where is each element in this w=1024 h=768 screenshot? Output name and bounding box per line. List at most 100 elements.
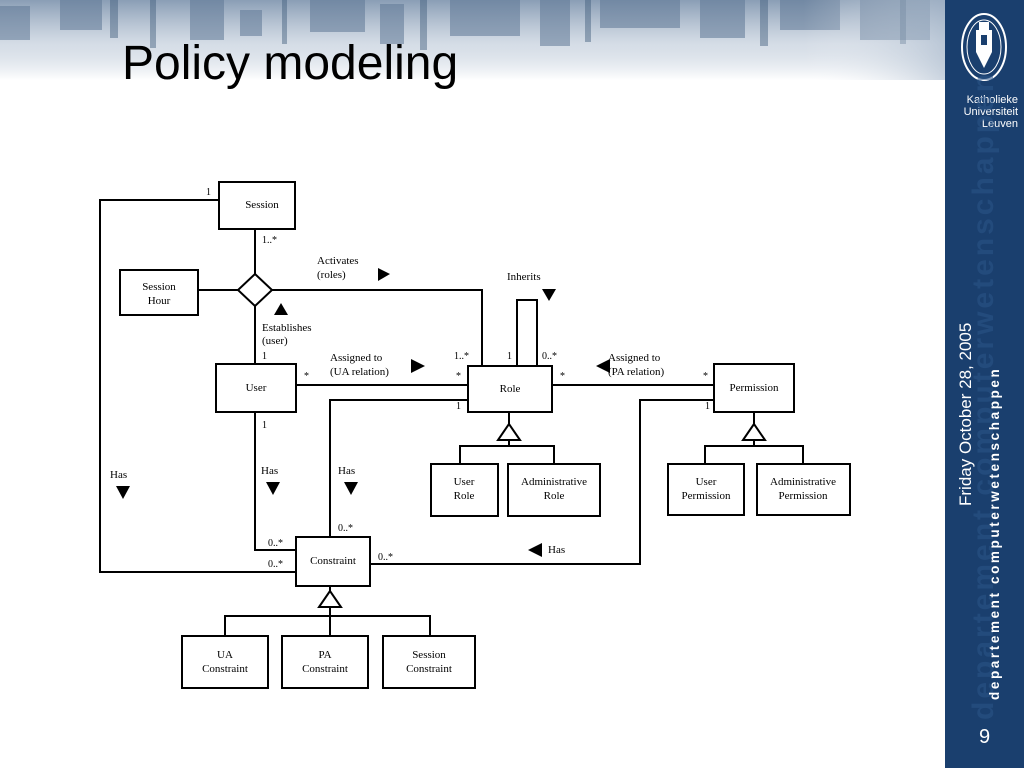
box-permission: Permission xyxy=(713,363,795,413)
user-constraint-line xyxy=(254,412,296,551)
box-label: Session xyxy=(142,281,176,293)
box-user: User xyxy=(215,363,297,413)
box-label: Permission xyxy=(779,490,828,502)
box-label: PA xyxy=(318,649,331,661)
label-establishes: Establishes xyxy=(262,322,312,334)
multiplicity: 0..* xyxy=(268,559,283,570)
box-ua-constraint: UA Constraint xyxy=(181,635,269,689)
multiplicity: * xyxy=(456,371,461,382)
constraint-generalization-line xyxy=(330,615,431,636)
box-label: User xyxy=(454,476,475,488)
label-establishes: (user) xyxy=(262,335,288,347)
arrow-down-icon xyxy=(344,482,358,495)
box-label: Permission xyxy=(682,490,731,502)
multiplicity: 0..* xyxy=(378,552,393,563)
box-administrative-role: Administrative Role xyxy=(507,463,601,517)
role-constraint-line xyxy=(329,399,468,537)
label-assigned-ua: Assigned to xyxy=(330,352,383,364)
arrow-down-icon xyxy=(542,289,556,301)
box-label: Session xyxy=(412,649,446,661)
page-number: 9 xyxy=(978,726,991,748)
association-diamond xyxy=(236,272,274,308)
multiplicity: 1 xyxy=(262,420,267,431)
multiplicity: 1..* xyxy=(454,351,469,362)
box-pa-constraint: PA Constraint xyxy=(281,635,369,689)
box-administrative-permission: Administrative Permission xyxy=(756,463,851,516)
label-has: Has xyxy=(110,469,127,481)
arrow-down-icon xyxy=(116,486,130,499)
multiplicity: 1 xyxy=(456,401,461,412)
uml-diagram: Session Session Hour User Role Permissio… xyxy=(99,181,851,689)
label-activates: (roles) xyxy=(317,269,346,281)
arrow-left-icon xyxy=(528,543,542,557)
header-banner xyxy=(0,0,945,80)
banner-image xyxy=(0,0,945,80)
permission-generalization-line xyxy=(704,440,755,464)
box-label: Constraint xyxy=(202,663,248,675)
box-label: User xyxy=(246,382,267,394)
label-assigned-pa: (PA relation) xyxy=(608,366,664,378)
permission-generalization-line xyxy=(754,445,804,464)
sidebar: Katholieke Universiteit Leuven departeme… xyxy=(945,0,1024,768)
university-name: Katholieke Universiteit Leuven xyxy=(964,94,1018,130)
multiplicity: * xyxy=(304,371,309,382)
permission-constraint-line xyxy=(370,399,714,565)
multiplicity: 0..* xyxy=(268,538,283,549)
box-label: Constraint xyxy=(302,663,348,675)
box-user-permission: User Permission xyxy=(667,463,745,516)
generalization-triangle-icon xyxy=(496,422,522,441)
multiplicity: 0..* xyxy=(338,523,353,534)
box-role: Role xyxy=(467,365,553,413)
university-name-line: Leuven xyxy=(981,118,1018,130)
label-assigned-pa: Assigned to xyxy=(608,352,661,364)
arrow-right-icon xyxy=(378,268,390,281)
box-session: Session xyxy=(218,181,296,230)
activates-line xyxy=(272,289,483,366)
arrow-up-icon xyxy=(274,303,288,315)
box-label: Role xyxy=(544,490,565,502)
label-inherits: Inherits xyxy=(507,271,541,283)
box-session-constraint: Session Constraint xyxy=(382,635,476,689)
box-user-role: User Role xyxy=(430,463,499,517)
constraint-generalization-line xyxy=(224,607,331,636)
label-has: Has xyxy=(338,465,355,477)
multiplicity: 1 xyxy=(262,351,267,362)
box-label: Hour xyxy=(148,295,171,307)
box-constraint: Constraint xyxy=(295,536,371,587)
arrow-down-icon xyxy=(266,482,280,495)
multiplicity: 1 xyxy=(206,187,211,198)
role-generalization-line xyxy=(459,440,510,464)
university-seal-icon xyxy=(961,13,1007,81)
session-constraint-line xyxy=(99,199,296,573)
inherits-loop xyxy=(516,299,538,366)
arrow-left-icon xyxy=(596,359,610,373)
slide-date: Friday October 28, 2005 xyxy=(956,322,975,506)
box-label: Administrative xyxy=(770,476,836,488)
box-session-hour: Session Hour xyxy=(119,269,199,316)
box-label: Session xyxy=(245,199,279,211)
multiplicity: 1 xyxy=(705,401,710,412)
box-label: User xyxy=(696,476,717,488)
generalization-triangle-icon xyxy=(317,589,343,608)
multiplicity: * xyxy=(560,371,565,382)
label-has: Has xyxy=(548,544,565,556)
box-label: Constraint xyxy=(310,555,356,567)
label-has: Has xyxy=(261,465,278,477)
university-name-line: Katholieke xyxy=(966,94,1018,106)
box-label: UA xyxy=(217,649,233,661)
multiplicity: 0..* xyxy=(542,351,557,362)
label-activates: Activates xyxy=(317,255,359,267)
box-label: Constraint xyxy=(406,663,452,675)
multiplicity: * xyxy=(703,371,708,382)
box-label: Administrative xyxy=(521,476,587,488)
connector-lines xyxy=(99,199,804,636)
arrow-right-icon xyxy=(411,359,425,373)
department-name: departement computerwetenschappen xyxy=(987,366,1002,700)
label-assigned-ua: (UA relation) xyxy=(330,366,389,378)
role-generalization-line xyxy=(509,445,555,464)
slide-title: Policy modeling xyxy=(122,37,459,90)
multiplicity: 1 xyxy=(507,351,512,362)
generalization-triangle-icon xyxy=(741,422,767,441)
box-label: Role xyxy=(500,383,521,395)
multiplicity: 1..* xyxy=(262,235,277,246)
